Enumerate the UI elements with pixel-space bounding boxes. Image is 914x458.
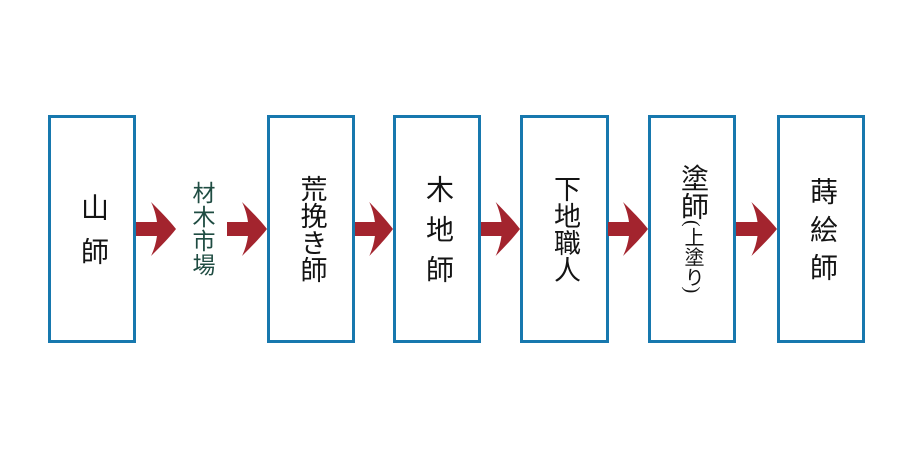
flow-arrow-icon (227, 202, 267, 256)
timber-market-text: 材木市場 (189, 181, 214, 277)
flow-arrow-icon (355, 202, 393, 256)
node-label: 下地職人 (550, 175, 580, 283)
node-label: 木地師 (422, 175, 453, 295)
node-arabikishi: 荒挽き師 (267, 115, 355, 343)
node-makieshi: 蒔絵師 (777, 115, 865, 343)
node-kijishi: 木地師 (393, 115, 481, 343)
node-label: 荒挽き師 (296, 175, 327, 283)
flow-arrow-icon (136, 202, 176, 256)
flow-arrow-icon (736, 202, 777, 256)
node-nushi: 塗師(上塗り) (648, 115, 736, 343)
node-yamashi: 山師 (48, 115, 136, 343)
node-label-main: 塗師 (677, 164, 708, 221)
node-shitaji-shokunin: 下地職人 (520, 115, 609, 343)
node-label: 蒔絵師 (806, 177, 837, 291)
node-label: 山師 (77, 193, 108, 281)
node-label: 塗師(上塗り) (677, 164, 708, 294)
timber-market-label: 材木市場 (176, 115, 227, 343)
node-label-sub: (上塗り) (681, 220, 703, 294)
flow-arrow-icon (481, 202, 520, 256)
flow-arrow-icon (608, 202, 648, 256)
